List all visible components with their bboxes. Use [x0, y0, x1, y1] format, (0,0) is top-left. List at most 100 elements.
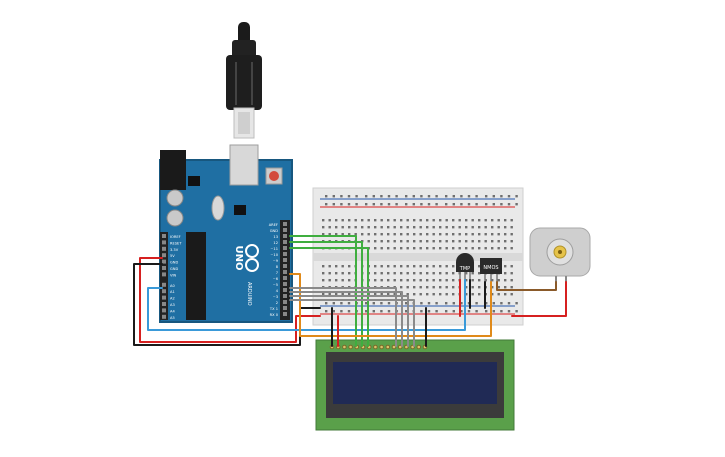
breadboard-hole[interactable]: [322, 233, 325, 236]
breadboard-hole[interactable]: [341, 226, 344, 229]
breadboard-hole[interactable]: [400, 265, 403, 268]
digital-pin[interactable]: [283, 306, 287, 310]
breadboard-hole[interactable]: [432, 293, 435, 296]
rail-hole[interactable]: [452, 310, 455, 313]
breadboard-hole[interactable]: [328, 233, 331, 236]
rail-hole[interactable]: [485, 310, 488, 313]
rail-hole[interactable]: [405, 302, 408, 305]
breadboard-hole[interactable]: [504, 226, 507, 229]
power-pin[interactable]: [162, 246, 166, 251]
breadboard-hole[interactable]: [504, 233, 507, 236]
breadboard-hole[interactable]: [419, 293, 422, 296]
breadboard-hole[interactable]: [497, 247, 500, 250]
breadboard-hole[interactable]: [348, 219, 351, 222]
breadboard-hole[interactable]: [452, 219, 455, 222]
rail-hole[interactable]: [460, 195, 463, 198]
digital-pin[interactable]: [283, 294, 287, 298]
breadboard-hole[interactable]: [348, 226, 351, 229]
breadboard-hole[interactable]: [452, 272, 455, 275]
breadboard-hole[interactable]: [413, 272, 416, 275]
breadboard-hole[interactable]: [452, 286, 455, 289]
breadboard-hole[interactable]: [367, 233, 370, 236]
breadboard-hole[interactable]: [380, 240, 383, 243]
breadboard-hole[interactable]: [335, 279, 338, 282]
breadboard-hole[interactable]: [432, 272, 435, 275]
breadboard-hole[interactable]: [400, 247, 403, 250]
rail-hole[interactable]: [405, 195, 408, 198]
breadboard-hole[interactable]: [510, 233, 513, 236]
rail-hole[interactable]: [395, 203, 398, 206]
rail-hole[interactable]: [485, 302, 488, 305]
rail-hole[interactable]: [387, 310, 391, 313]
breadboard-hole[interactable]: [367, 240, 370, 243]
breadboard-hole[interactable]: [465, 279, 468, 282]
breadboard-hole[interactable]: [458, 233, 461, 236]
breadboard-hole[interactable]: [335, 265, 338, 268]
breadboard-hole[interactable]: [478, 247, 481, 250]
breadboard-hole[interactable]: [439, 293, 442, 296]
breadboard-hole[interactable]: [400, 226, 403, 229]
breadboard-hole[interactable]: [335, 226, 338, 229]
breadboard-hole[interactable]: [361, 219, 364, 222]
rail-hole[interactable]: [475, 302, 478, 305]
rail-hole[interactable]: [365, 195, 368, 198]
breadboard-hole[interactable]: [458, 226, 461, 229]
breadboard-hole[interactable]: [393, 265, 396, 268]
breadboard-hole[interactable]: [387, 233, 390, 236]
rail-hole[interactable]: [475, 310, 478, 313]
digital-pin[interactable]: [283, 222, 287, 226]
breadboard-hole[interactable]: [374, 293, 377, 296]
breadboard-hole[interactable]: [380, 247, 383, 250]
reset-button[interactable]: [269, 171, 279, 181]
breadboard-hole[interactable]: [484, 247, 487, 250]
rail-hole[interactable]: [372, 203, 375, 206]
nmos-transistor[interactable]: NMOS: [480, 258, 502, 282]
power-pin[interactable]: [162, 314, 166, 319]
rail-hole[interactable]: [355, 195, 358, 198]
rail-hole[interactable]: [452, 203, 455, 206]
lcd-pin[interactable]: [342, 344, 347, 350]
dc-motor[interactable]: [529, 227, 591, 282]
breadboard-hole[interactable]: [445, 293, 448, 296]
breadboard-hole[interactable]: [413, 293, 416, 296]
rail-hole[interactable]: [500, 203, 503, 206]
breadboard-hole[interactable]: [328, 226, 331, 229]
breadboard-hole[interactable]: [439, 240, 442, 243]
breadboard-hole[interactable]: [510, 219, 513, 222]
breadboard-hole[interactable]: [400, 272, 403, 275]
breadboard-hole[interactable]: [380, 279, 383, 282]
breadboard-hole[interactable]: [419, 272, 422, 275]
rail-hole[interactable]: [380, 203, 383, 206]
breadboard-hole[interactable]: [341, 293, 344, 296]
breadboard-hole[interactable]: [348, 272, 351, 275]
breadboard-hole[interactable]: [374, 219, 377, 222]
lcd-pin[interactable]: [385, 344, 391, 350]
rail-hole[interactable]: [347, 195, 351, 198]
breadboard-hole[interactable]: [445, 240, 448, 243]
rail-hole[interactable]: [420, 203, 423, 206]
breadboard-hole[interactable]: [393, 272, 396, 275]
breadboard-hole[interactable]: [419, 286, 422, 289]
rail-hole[interactable]: [427, 203, 431, 206]
breadboard-hole[interactable]: [393, 226, 396, 229]
breadboard-hole[interactable]: [478, 233, 481, 236]
arduino-uno-board[interactable]: ARDUINO UNO AREFGND1312~11~10~987~6~54~3…: [159, 144, 293, 323]
breadboard-hole[interactable]: [426, 219, 429, 222]
breadboard-hole[interactable]: [504, 272, 507, 275]
rail-hole[interactable]: [347, 302, 351, 305]
breadboard-hole[interactable]: [510, 247, 513, 250]
breadboard-hole[interactable]: [504, 219, 507, 222]
breadboard-hole[interactable]: [452, 233, 455, 236]
breadboard-hole[interactable]: [335, 293, 338, 296]
breadboard-hole[interactable]: [341, 272, 344, 275]
rail-hole[interactable]: [427, 195, 431, 198]
breadboard-hole[interactable]: [426, 293, 429, 296]
breadboard-hole[interactable]: [400, 286, 403, 289]
rail-hole[interactable]: [460, 203, 463, 206]
digital-pin[interactable]: [283, 312, 287, 316]
power-pin[interactable]: [162, 289, 166, 294]
breadboard-hole[interactable]: [322, 272, 325, 275]
rail-hole[interactable]: [380, 310, 383, 313]
breadboard-hole[interactable]: [432, 233, 435, 236]
breadboard-hole[interactable]: [510, 279, 513, 282]
